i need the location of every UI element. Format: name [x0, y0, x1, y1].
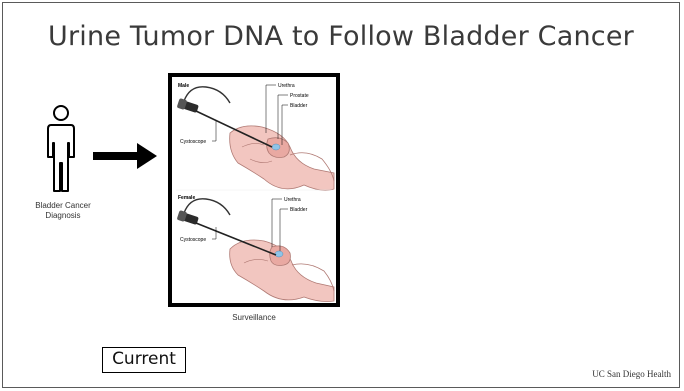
slide-title: Urine Tumor DNA to Follow Bladder Cancer — [3, 21, 679, 52]
female-title: Female — [178, 195, 195, 201]
slide: Urine Tumor DNA to Follow Bladder Cancer… — [2, 2, 680, 388]
female-bladder-label: Bladder — [290, 207, 308, 213]
right-arrow-icon — [93, 141, 159, 171]
male-cystoscope-label: Cystoscope — [180, 139, 206, 145]
male-prostate-label: Prostate — [290, 93, 309, 99]
male-urethra-label: Urethra — [278, 83, 295, 89]
female-anatomy-illustration — [230, 240, 334, 302]
uc-san-diego-health-logo: UC San Diego Health — [592, 369, 671, 379]
female-urethra-label: Urethra — [284, 197, 301, 203]
diagnosis-label: Bladder Cancer Diagnosis — [17, 201, 109, 221]
current-label-box: Current — [102, 347, 186, 373]
cystoscopy-figure: Male Urethra Prostate Bladder Cystoscope — [168, 73, 340, 307]
person-outline-icon — [41, 103, 81, 193]
male-title: Male — [178, 83, 189, 89]
female-cystoscope-label: Cystoscope — [180, 237, 206, 243]
surveillance-caption: Surveillance — [168, 313, 340, 322]
male-bladder-label: Bladder — [290, 103, 308, 109]
